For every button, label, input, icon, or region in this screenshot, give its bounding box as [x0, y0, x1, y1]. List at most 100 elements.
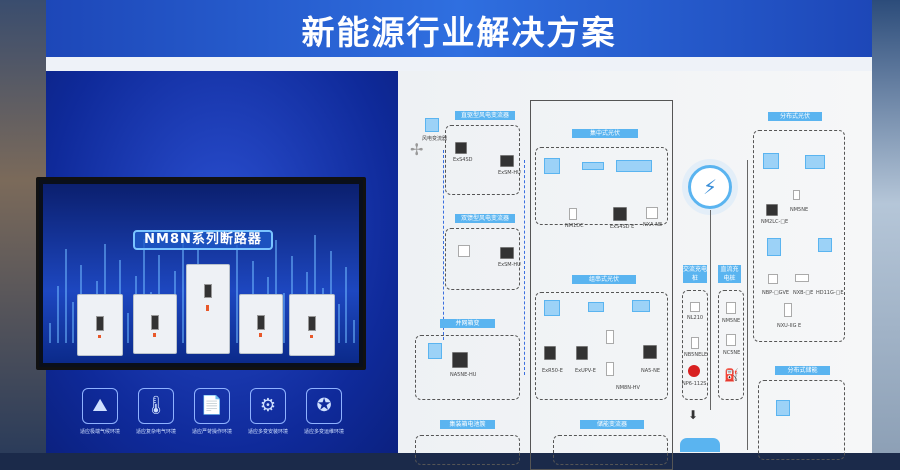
device-label: ExSM-HU — [498, 262, 521, 268]
display-screen: NM8N系列断路器 — [36, 177, 366, 370]
device — [632, 300, 650, 312]
device-label: NA5-NE — [641, 368, 661, 374]
section-box — [682, 290, 708, 400]
section-box — [415, 435, 520, 465]
device-label: HD11G-□E — [816, 290, 844, 296]
device — [793, 190, 800, 200]
device-label: NM8N-HV — [616, 385, 640, 391]
section-label: 并网箱变 — [440, 319, 495, 328]
section-label: 组串式光伏 — [572, 275, 636, 284]
section-label: 集装箱电池簇 — [440, 420, 495, 429]
device-label: ExUPV-E — [575, 368, 596, 374]
device-label: ExS4SD — [453, 157, 473, 163]
device — [726, 302, 736, 314]
feature-label: 适应极端气候环境 — [79, 429, 120, 435]
device-label: NXU-IIG E — [777, 323, 802, 329]
section-box — [535, 292, 668, 400]
device-label: NM1DC — [565, 223, 584, 229]
divider-strip — [46, 57, 872, 71]
power-tower-icon: ⚡ — [688, 165, 732, 209]
device-label: NXA-NE — [643, 222, 663, 228]
section-box — [445, 125, 520, 195]
section-label: 储能变流器 — [580, 420, 644, 429]
skyline-bar — [64, 249, 67, 343]
section-box — [445, 228, 520, 290]
device — [776, 400, 790, 416]
section-label: 双馈型风电变流器 — [455, 214, 515, 223]
device-label: NM2LC-□E — [761, 219, 789, 225]
top-banner: 新能源行业解决方案 — [46, 0, 872, 57]
skyline-bar — [337, 304, 340, 343]
skyline-bar — [127, 313, 129, 343]
pv-panel-icon — [544, 158, 560, 174]
device-label: NL210 — [687, 315, 704, 321]
mountain-sun-icon: ⛰ — [82, 388, 118, 424]
feature-label: 适应严苛操作环境 — [191, 429, 232, 435]
device — [784, 303, 792, 317]
device — [795, 274, 809, 282]
charging-station-icon: ⛽ — [724, 368, 739, 382]
converter-cabinet-icon — [425, 118, 439, 132]
device — [544, 346, 556, 360]
device-label: ExSM-HU — [498, 170, 521, 176]
device — [606, 330, 614, 344]
feature-label: 适应复杂电气环境 — [135, 429, 176, 435]
breaker-product — [133, 294, 177, 354]
device — [616, 160, 652, 172]
breaker-product — [289, 294, 335, 356]
device-label: ExR50-E — [542, 368, 563, 374]
feature-label: 适应多变运维环境 — [303, 429, 344, 435]
pv-panel-icon — [544, 300, 560, 316]
section-box — [553, 435, 668, 465]
pv-panel-icon — [818, 238, 832, 252]
device-label: NB5NELE — [684, 352, 708, 358]
device — [613, 207, 627, 221]
skyline-bar — [236, 245, 239, 343]
section-label: 分布式储能 — [775, 366, 830, 375]
gear-wrench-icon: ⚙ — [250, 388, 286, 424]
screen-content: NM8N系列断路器 — [43, 184, 359, 363]
device-label: NP6-112S — [682, 381, 707, 387]
breaker-product — [239, 294, 283, 354]
device-label: NC5NE — [723, 350, 741, 356]
section-label: 直流充电桩 — [718, 265, 741, 283]
device — [768, 274, 778, 284]
skyline-bar — [353, 320, 356, 343]
document-icon: 📄 — [194, 388, 230, 424]
screen-title: NM8N系列断路器 — [133, 230, 273, 250]
banner-title: 新能源行业解决方案 — [301, 13, 617, 52]
device — [588, 302, 604, 312]
section-label: 集中式光伏 — [572, 129, 638, 138]
device — [606, 362, 614, 376]
device — [458, 245, 470, 257]
emergency-stop-icon — [688, 365, 700, 377]
device — [691, 337, 699, 349]
device — [766, 204, 778, 216]
device-label: NBP-□GVE — [762, 290, 790, 296]
skyline-bar — [56, 286, 59, 343]
device — [569, 208, 577, 220]
skyline-bar — [314, 235, 317, 343]
skyline-bar — [275, 240, 278, 343]
device — [763, 153, 779, 169]
device-label: NXB-□E — [793, 290, 814, 296]
connection-line — [747, 160, 748, 450]
section-box — [718, 290, 744, 400]
device — [455, 142, 467, 154]
device-label: ExS4SD E — [610, 224, 635, 230]
award-badge-icon: ✪ — [306, 388, 342, 424]
section-box — [535, 147, 668, 225]
section-box — [758, 380, 845, 460]
section-label: 直驱型风电变流器 — [455, 111, 515, 120]
device — [643, 345, 657, 359]
device — [452, 352, 468, 368]
skyline-bar — [49, 323, 51, 343]
device — [726, 334, 736, 346]
section-label: 交流充电桩 — [683, 265, 708, 283]
device — [646, 207, 658, 219]
device — [428, 343, 442, 359]
section-box — [415, 335, 520, 400]
skyline-bar — [142, 239, 145, 343]
skyline-bar — [181, 234, 184, 343]
skyline-bar — [283, 293, 285, 343]
